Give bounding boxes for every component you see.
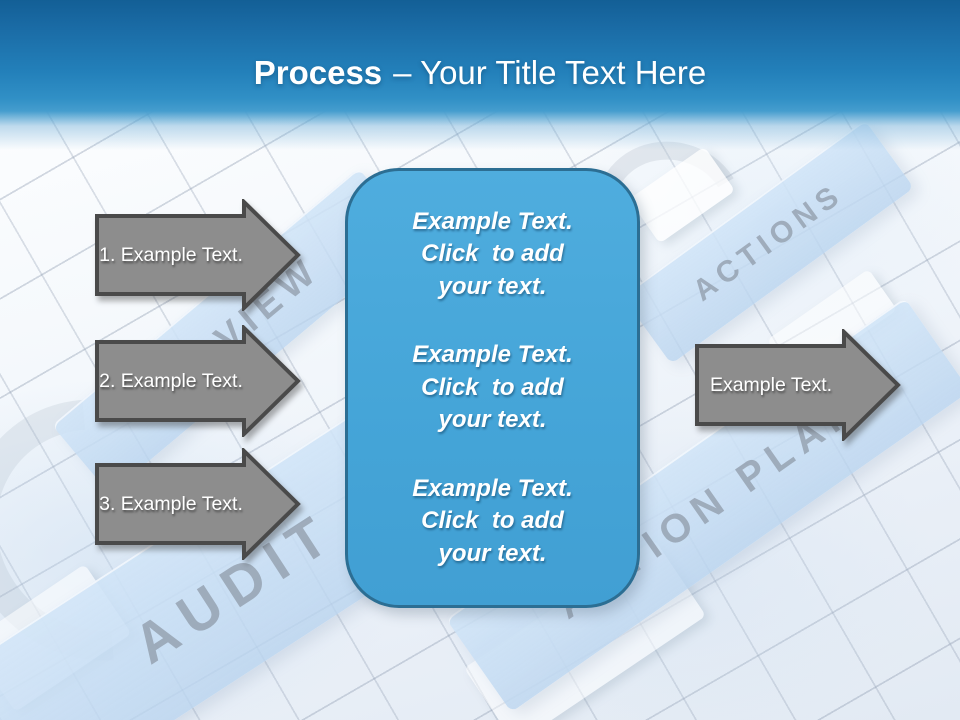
placeholder-line: Example Text. [412, 474, 573, 502]
placeholder-line: your text. [438, 272, 547, 300]
step-arrow-3[interactable]: 3. Example Text. [94, 448, 302, 560]
step-arrow-1-label: 1. Example Text. [99, 243, 243, 266]
right-arrow-shape [95, 325, 301, 437]
step-arrow-1[interactable]: 1. Example Text. [94, 199, 302, 311]
slide-title-rest: – Your Title Text Here [393, 54, 707, 91]
placeholder-line: Click to add [421, 240, 564, 268]
placeholder-line: your text. [438, 539, 547, 567]
slide-title-bold: Process [253, 54, 383, 91]
text-placeholder-2[interactable]: Example Text. Click to add your text. [348, 339, 637, 437]
right-arrow-shape [95, 199, 301, 311]
text-placeholder-1[interactable]: Example Text. Click to add your text. [348, 206, 637, 304]
placeholder-line: your text. [438, 406, 547, 434]
placeholder-line: Click to add [421, 507, 564, 535]
slide-title[interactable]: Process – Your Title Text Here [0, 54, 960, 92]
result-arrow-label: Example Text. [709, 373, 833, 396]
center-text-box[interactable]: Example Text. Click to add your text. Ex… [345, 168, 640, 608]
header-band [0, 0, 960, 150]
placeholder-line: Click to add [421, 373, 564, 401]
step-arrow-3-label: 3. Example Text. [99, 492, 243, 515]
result-arrow[interactable]: Example Text. [694, 329, 902, 441]
right-arrow-shape [95, 448, 301, 560]
text-placeholder-3[interactable]: Example Text. Click to add your text. [348, 473, 637, 571]
placeholder-line: Example Text. [412, 207, 573, 235]
step-arrow-2[interactable]: 2. Example Text. [94, 325, 302, 437]
watermark-label-actions: ACTIONS [686, 177, 850, 308]
placeholder-line: Example Text. [412, 341, 573, 369]
step-arrow-2-label: 2. Example Text. [99, 369, 243, 392]
